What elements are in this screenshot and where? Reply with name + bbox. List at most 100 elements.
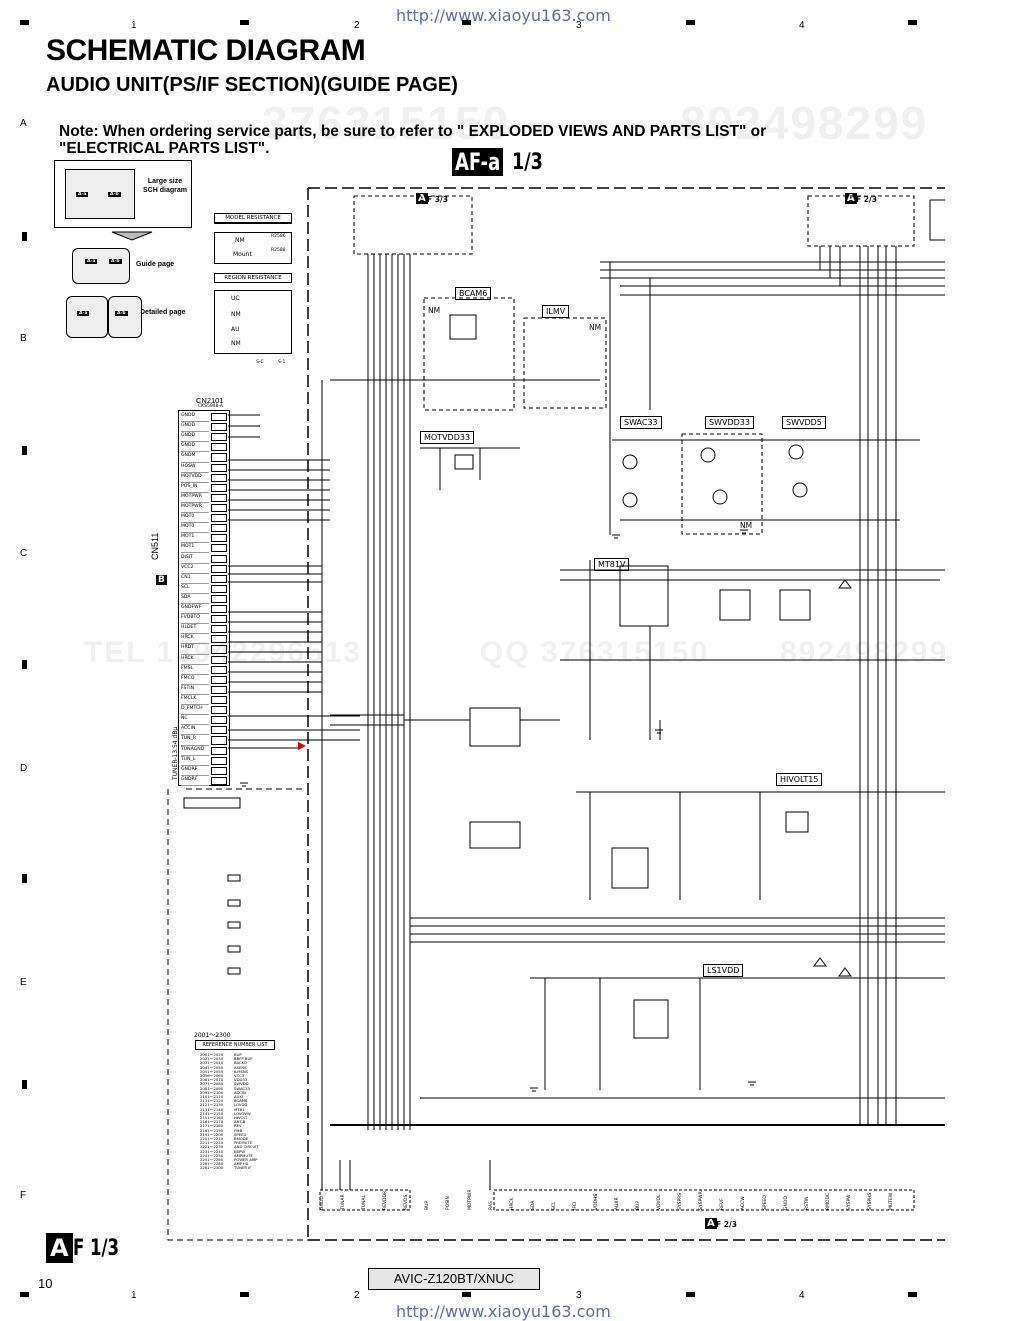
connector-label-af23-top: F 2/3	[856, 195, 877, 204]
cn2101-pin-mark	[211, 706, 227, 715]
column-number-4-bottom: 4	[799, 1290, 805, 1301]
grid-tick	[240, 20, 249, 25]
cn2101-pin-mark	[211, 625, 227, 634]
cn2101-pin: GNDM	[181, 451, 209, 463]
reference-header: REFERENCE NUMBER LIST	[202, 1042, 268, 1048]
reference-range-item: 2161～2170	[200, 1119, 224, 1125]
block-ls1vdd: LS1VDD	[703, 964, 744, 977]
column-number-4-top: 4	[799, 20, 805, 31]
reference-range-item: 2056～2060	[200, 1073, 224, 1078]
grid-tick	[20, 20, 29, 25]
reference-name-item: BBFP BUP	[234, 1056, 253, 1062]
reference-range-item: 2101～2110	[200, 1094, 224, 1099]
region-row-nm2: NM	[231, 340, 241, 347]
reference-range-item: 2141～2150	[200, 1110, 224, 1116]
grid-tick	[22, 874, 27, 883]
model-name: AVIC-Z120BT/XNUC	[368, 1268, 540, 1290]
guide-large-sheet: A-a A-b	[65, 169, 135, 219]
bottom-connector-label: RSTIN	[804, 1196, 810, 1210]
region-resistance-grid: UC NM AU NM	[214, 290, 292, 354]
cn2101-pin-mark	[211, 605, 227, 614]
bottom-connector-label: ACCW	[741, 1196, 747, 1210]
cn2101-pin-mark	[211, 433, 227, 442]
cn2101-pin: HLDET	[181, 623, 209, 635]
cn2101-pin-mark	[211, 766, 227, 775]
guide-book-tile-b: A-b	[109, 259, 122, 264]
cn2101-pin: HRDT	[181, 643, 209, 655]
watermark-qq: QQ 376315150	[480, 636, 710, 669]
reference-range-item: 2281～2300	[200, 1165, 224, 1171]
bottom-connector-label: TUNAR	[341, 1194, 347, 1210]
region-row-nm1: NM	[231, 311, 241, 318]
row-letter-f: F	[20, 1190, 27, 1201]
cn2101-pin: GNDRF	[181, 775, 209, 786]
cn2101-pin-mark	[211, 635, 227, 644]
grid-tick	[22, 1080, 27, 1089]
bottom-connector-label: SYSPRS	[678, 1192, 684, 1210]
reference-range-item: 2151～2160	[200, 1115, 224, 1120]
connector-tag-af23-bottom: A	[705, 1218, 717, 1229]
cn2101-pin-mark	[211, 594, 227, 604]
guide-book-1: A-a A-b	[72, 248, 130, 284]
cn2101-pin-mark	[211, 483, 227, 492]
block-motvdd33: MOTVDD33	[420, 431, 475, 444]
cn2101-pin: FMSL	[181, 664, 209, 675]
cn2101-pin: POS_IN	[181, 482, 209, 493]
guide-detail-b: A-b	[108, 296, 142, 338]
cn2101-pin-mark	[211, 584, 227, 593]
cn2101-pin-mark	[211, 685, 227, 694]
ordering-note-line1: Note: When ordering service parts, be su…	[59, 123, 767, 140]
reference-range-item: 2091～2100	[200, 1089, 224, 1095]
grid-tick	[908, 1292, 917, 1297]
cn2101-pin: MOTPWR	[181, 492, 209, 503]
reference-range-item: 2041～2050	[200, 1064, 224, 1070]
reference-name-item: ILMSNS	[234, 1068, 249, 1074]
reference-name-item: BUP	[234, 1052, 242, 1057]
reference-name-item: ANT-B	[234, 1119, 246, 1125]
sheet-fraction-corner: F 1/3	[73, 1236, 120, 1261]
cn2101-pin: GNDFWF	[181, 603, 209, 615]
cn2101-pin-mark	[211, 544, 227, 553]
grid-tick	[22, 660, 27, 669]
reference-range-item: 2061～2070	[200, 1077, 224, 1083]
cn2101-pin: NC	[181, 714, 209, 726]
reference-range-item: 2071～2080	[200, 1081, 224, 1087]
reference-range-item: 2001～2020	[200, 1052, 224, 1057]
reference-name-item: AMP+B	[234, 1161, 248, 1167]
guide-page-label: Guide page	[136, 261, 175, 268]
cn2101-pin: HRCK	[181, 633, 209, 645]
reference-range-item: 2031～2040	[200, 1060, 224, 1066]
sheet-badge-corner: A	[46, 1233, 73, 1263]
cn2101-pin: MOT1	[181, 542, 209, 554]
reference-name-item: FMB	[234, 1127, 243, 1133]
ordering-note-line2: "ELECTRICAL PARTS LIST".	[59, 140, 270, 157]
model-part-r2588: R2588	[271, 248, 286, 253]
reference-range-item: 2111～2120	[200, 1098, 224, 1104]
region-row-uc: UC	[231, 295, 240, 302]
block-nm-1: NM	[428, 306, 441, 315]
region-resistance-header-box: REGION RESISTANCE	[214, 273, 292, 283]
cn2101-pin-mark	[211, 645, 227, 654]
reference-range-item: 2261～2280	[200, 1161, 224, 1167]
model-row-mount: Mount	[233, 251, 252, 258]
bottom-connector-label: REVDS	[404, 1194, 410, 1210]
cn2101-pin: FMCO	[181, 674, 209, 685]
cn2101-pin: VCC2	[181, 563, 209, 574]
region-foot-s1: S-1	[278, 360, 286, 365]
reference-name-item: AMPMUTE	[234, 1152, 253, 1158]
bottom-connector-label: AUXR	[615, 1197, 620, 1210]
page-number: 10	[38, 1276, 53, 1291]
cn2101-pin: TUN_L	[181, 755, 209, 766]
reference-name-item: REV	[234, 1123, 242, 1129]
cn2101-pin-mark	[211, 514, 227, 523]
bottom-connector-label: RMODC	[825, 1192, 831, 1210]
reference-name-item: EBPW	[234, 1148, 246, 1154]
cn2101-pin-mark	[211, 746, 227, 755]
grid-tick	[22, 446, 27, 455]
watermark-url-top: http://www.xiaoyu163.com	[396, 6, 611, 25]
reference-range-item: 2051～2055	[200, 1068, 224, 1074]
watermark-number-left: 376315150	[262, 97, 511, 149]
connector-tag-af33: A	[416, 193, 428, 204]
